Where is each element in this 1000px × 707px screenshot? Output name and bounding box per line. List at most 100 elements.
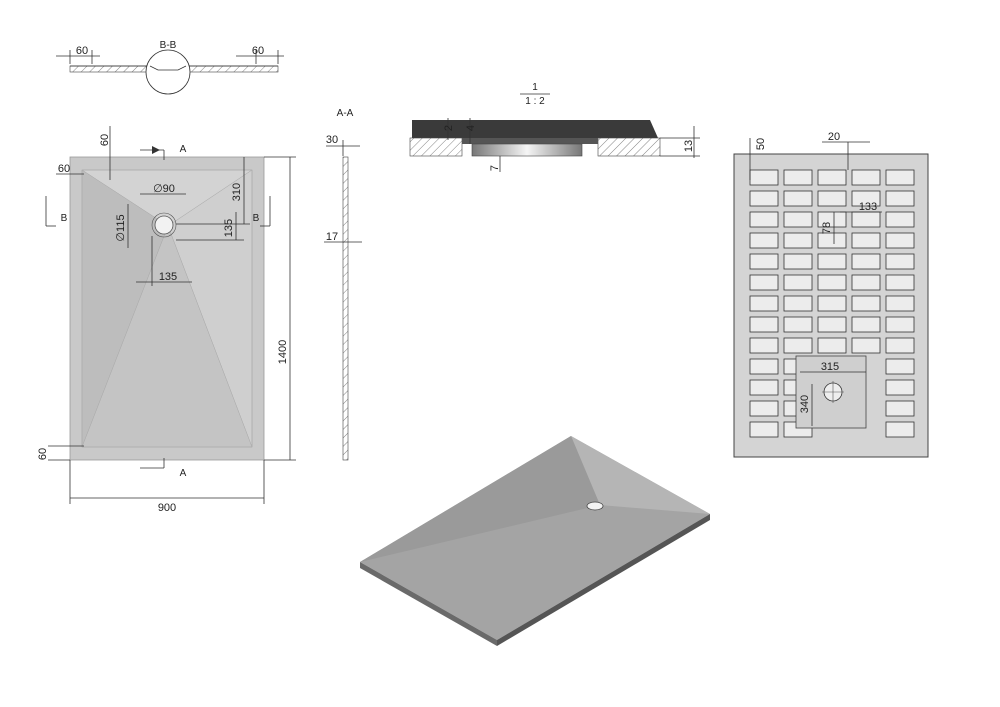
rib-cell <box>885 169 915 186</box>
rib-cell <box>885 232 915 249</box>
rib-cell <box>783 274 813 291</box>
plan-offset-side: 135 <box>223 219 235 237</box>
iso-front-edge <box>360 562 497 646</box>
rib-cell <box>851 316 881 333</box>
rib-cell <box>749 337 779 354</box>
rib-cell <box>817 232 847 249</box>
plan-offset-x: 135 <box>159 271 177 283</box>
rib-cell <box>783 337 813 354</box>
rib-cell <box>817 211 847 228</box>
rib-cell <box>783 211 813 228</box>
plan-edge-top: 60 <box>99 134 111 146</box>
bb-left-dim: 60 <box>76 45 88 57</box>
rib-cell <box>817 169 847 186</box>
rib-cell <box>749 169 779 186</box>
rib-cell <box>749 211 779 228</box>
rib-cell <box>851 274 881 291</box>
section-a-top: A <box>180 144 187 155</box>
rib-cell <box>749 400 779 417</box>
detail-dim-2: 2 <box>443 125 455 131</box>
section-aa-title: A-A <box>337 108 354 119</box>
rib-cell <box>783 169 813 186</box>
bottom-dim-20: 20 <box>828 131 840 143</box>
section-aa-profile <box>342 156 349 461</box>
rib-cell <box>749 295 779 312</box>
detail-dim-13: 13 <box>683 140 695 152</box>
rib-cell <box>749 274 779 291</box>
rib-cell <box>749 358 779 375</box>
plan-offset-top: 310 <box>231 183 243 201</box>
rib-cell <box>817 337 847 354</box>
plan-drain-outer: ∅115 <box>115 214 127 241</box>
section-bb: B-B 60 60 <box>56 40 284 95</box>
rib-cell <box>817 253 847 270</box>
bottom-view: 50 20 133 78 315 340 <box>733 131 929 458</box>
detail-dim-4: 4 <box>465 125 477 131</box>
detail-id: 1 <box>532 82 538 93</box>
drain-insert <box>471 143 583 157</box>
section-aa: A-A 30 17 <box>324 108 362 461</box>
rib-cell <box>885 253 915 270</box>
rib-cell <box>817 295 847 312</box>
bottom-dim-50: 50 <box>755 138 767 150</box>
iso-drain <box>586 501 604 511</box>
rib-cell <box>885 379 915 396</box>
plan-view: 60 60 ∅90 ∅115 310 135 135 1400 900 <box>37 126 296 514</box>
drain-hole <box>154 215 174 235</box>
plan-edge-left: 60 <box>58 163 70 175</box>
rib-cell <box>851 232 881 249</box>
rib-cell <box>885 190 915 207</box>
rib-cell <box>783 232 813 249</box>
section-bb-title: B-B <box>160 40 177 51</box>
rib-cell <box>749 379 779 396</box>
rib-cell <box>749 253 779 270</box>
detail-circle <box>145 49 191 95</box>
bb-right-dim: 60 <box>252 45 264 57</box>
rib-cell <box>885 274 915 291</box>
rib-cell <box>783 316 813 333</box>
rib-cell <box>783 253 813 270</box>
rib-cell <box>885 211 915 228</box>
rib-cell <box>817 316 847 333</box>
rib-cell <box>749 232 779 249</box>
aa-thickness: 17 <box>326 231 338 243</box>
plan-edge-bottom: 60 <box>37 448 49 460</box>
rib-cell <box>851 190 881 207</box>
bottom-dim-78: 78 <box>821 222 833 234</box>
detail-dim-7: 7 <box>489 165 501 171</box>
detail-scale: 1 : 2 <box>525 96 545 107</box>
rib-cell <box>783 190 813 207</box>
section-a-bottom: A <box>180 468 187 479</box>
aa-top-dim: 30 <box>326 134 338 146</box>
detail-1: 1 1 : 2 2 4 7 13 <box>409 82 700 172</box>
rib-cell <box>885 358 915 375</box>
rib-cell <box>885 421 915 438</box>
rib-cell <box>851 211 881 228</box>
section-b-right: B <box>253 213 260 224</box>
bottom-dim-340: 340 <box>799 395 811 413</box>
rib-cell <box>885 337 915 354</box>
plan-width: 900 <box>158 502 176 514</box>
rib-cell <box>851 253 881 270</box>
rib-cell <box>885 316 915 333</box>
rib-cell <box>817 274 847 291</box>
bottom-dim-133: 133 <box>859 201 877 213</box>
rib-cell <box>851 169 881 186</box>
isometric-view <box>360 436 710 646</box>
rib-cell <box>749 316 779 333</box>
rib-cell <box>749 421 779 438</box>
rib-cell <box>885 295 915 312</box>
bottom-dim-315: 315 <box>821 361 839 373</box>
rib-cell <box>783 295 813 312</box>
plan-length: 1400 <box>277 340 289 364</box>
detail-top-surface <box>412 120 658 138</box>
section-b-left: B <box>61 213 68 224</box>
plan-drain-diameter: ∅90 <box>153 183 175 195</box>
iso-side-edge <box>497 514 710 646</box>
rib-cell <box>885 400 915 417</box>
rib-cell <box>851 295 881 312</box>
rib-cell <box>749 190 779 207</box>
rib-cell <box>851 337 881 354</box>
rib-cell <box>817 190 847 207</box>
